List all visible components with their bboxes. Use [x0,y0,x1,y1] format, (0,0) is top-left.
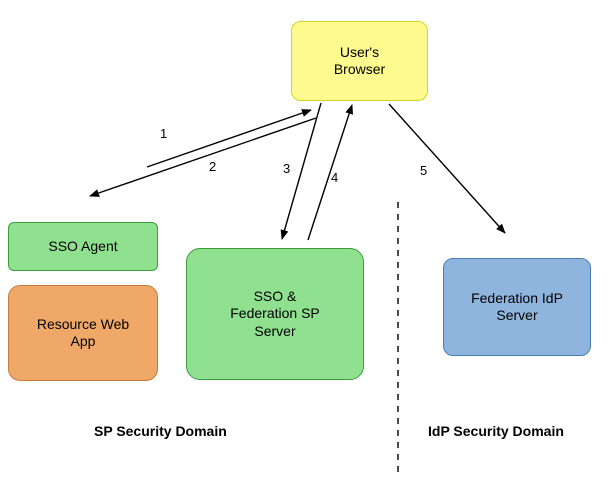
node-users-browser-label: User's Browser [333,43,386,78]
arrow-2 [89,117,317,197]
node-sso-agent-label: SSO Agent [48,237,118,254]
idp-security-domain-label: IdP Security Domain [428,423,564,439]
node-sso-federation-sp-server-label: SSO & Federation SP Server [230,287,320,339]
arrow-3 [280,102,322,240]
arrow-label-5: 5 [420,163,428,178]
arrow-label-3: 3 [283,161,291,176]
node-sso-federation-sp-server[interactable]: SSO & Federation SP Server [186,248,364,380]
node-federation-idp-server-label: Federation IdP Server [471,289,563,324]
arrow-5 [388,103,506,234]
arrow-label-4: 4 [331,170,339,185]
node-users-browser[interactable]: User's Browser [291,21,428,101]
arrow-label-2: 2 [209,159,217,174]
node-resource-web-app-label: Resource Web App [36,315,130,350]
node-sso-agent[interactable]: SSO Agent [8,222,158,271]
node-resource-web-app[interactable]: Resource Web App [8,285,158,381]
arrow-1 [146,109,312,168]
node-federation-idp-server[interactable]: Federation IdP Server [443,258,591,356]
sp-security-domain-label: SP Security Domain [94,423,227,439]
arrow-label-1: 1 [160,126,168,141]
arrow-4 [307,104,354,241]
